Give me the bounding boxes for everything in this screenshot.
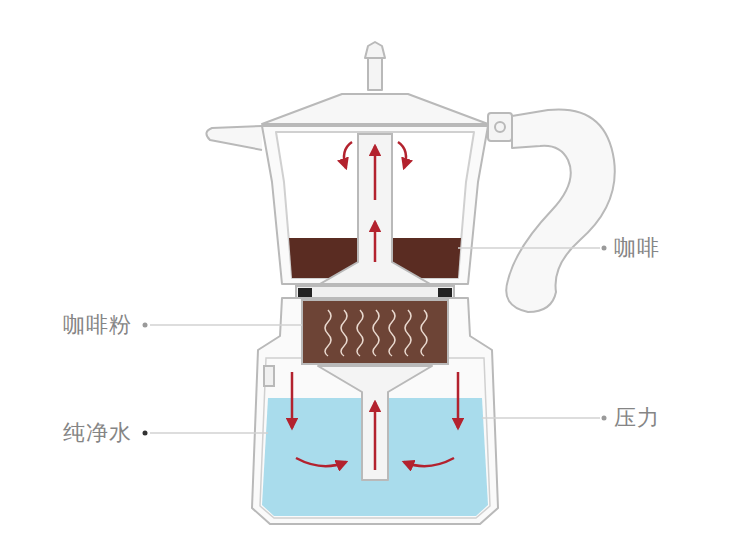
steam-wave	[341, 310, 347, 356]
pressure-label: 压力	[614, 405, 660, 431]
steam-wave	[373, 310, 379, 356]
steam-wave	[389, 310, 395, 356]
steam-wave	[421, 310, 427, 356]
coffee-label: 咖啡	[614, 235, 660, 261]
steam-wave	[325, 310, 331, 356]
water-label: 纯净水	[63, 420, 132, 446]
coffee-grounds-label: 咖啡粉	[63, 312, 132, 338]
steam-wave	[405, 310, 411, 356]
steam-wave	[357, 310, 363, 356]
